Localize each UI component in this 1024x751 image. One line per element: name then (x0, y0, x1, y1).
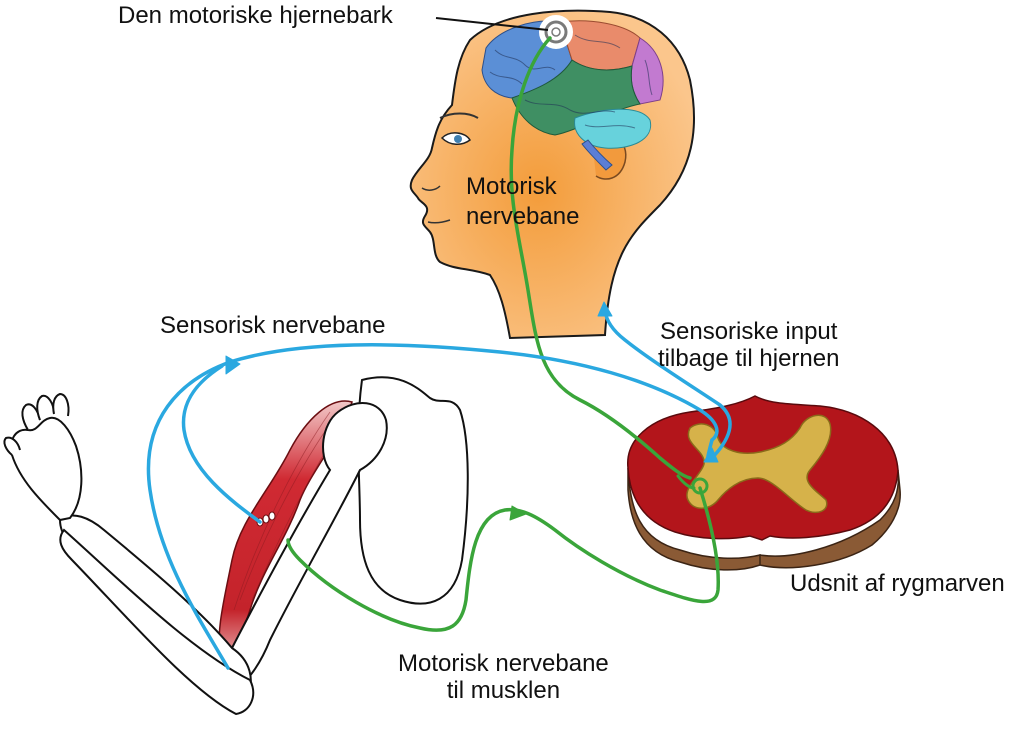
sensory-pathway-inner (181, 364, 262, 524)
label-motor-pathway-line1: Motorisk (466, 173, 557, 200)
spinal-grey-matter (686, 414, 832, 514)
label-sensory-input-line1: Sensoriske input (660, 318, 838, 345)
label-motor-pathway-line2: nervebane (466, 203, 580, 230)
sensory-arrowhead-icon (225, 355, 241, 375)
spinal-side-wall (627, 467, 901, 571)
sensory-spinal-arrowhead-icon (703, 447, 719, 463)
humerus (222, 401, 388, 692)
label-motor-to-muscle-line2: til musklen (446, 677, 561, 704)
sensory-pathway-outer (146, 343, 719, 670)
label-sensory-input: Sensoriske input tilbage til hjernen (658, 318, 839, 372)
label-sensory-input-line2: tilbage til hjernen (658, 345, 840, 372)
motor-arrowhead-icon (509, 505, 527, 521)
label-sensory-pathway: Sensorisk nervebane (160, 312, 386, 339)
label-motor-to-muscle: Motorisk nervebane til musklen (398, 650, 609, 704)
label-motor-cortex: Den motoriske hjernebark (118, 2, 393, 29)
brain-folds (489, 34, 653, 129)
eyebrow (439, 112, 479, 119)
brain-stem (581, 139, 613, 171)
hand-bones (10, 416, 83, 522)
eye-iris (454, 135, 462, 143)
motor-pathway-descending (509, 36, 692, 480)
lips (427, 219, 451, 224)
label-spinal-section: Udsnit af rygmarven (790, 570, 1005, 597)
cortex-marker-center (551, 27, 561, 37)
motor-pathway-to-muscle (286, 486, 721, 632)
nostril (421, 185, 441, 191)
motor-neuron-tail (676, 474, 696, 490)
motor-neuron-loop (691, 477, 709, 495)
sensory-ascending-arrowhead-icon (597, 301, 613, 317)
label-motor-pathway: Motorisk nervebane (466, 172, 579, 232)
brain-cerebellum (574, 108, 652, 149)
motor-cortex-pointer-line (435, 17, 549, 31)
ulna-second (59, 528, 255, 716)
target-rings-icon (544, 20, 568, 44)
label-motor-to-muscle-line1: Motorisk nervebane (398, 650, 609, 677)
brain-temporal-lobe (511, 59, 641, 136)
finger-bones (3, 392, 70, 456)
nerve-pathways (146, 36, 732, 670)
arm-skeleton (3, 376, 469, 716)
spinal-cord-section (627, 395, 901, 571)
